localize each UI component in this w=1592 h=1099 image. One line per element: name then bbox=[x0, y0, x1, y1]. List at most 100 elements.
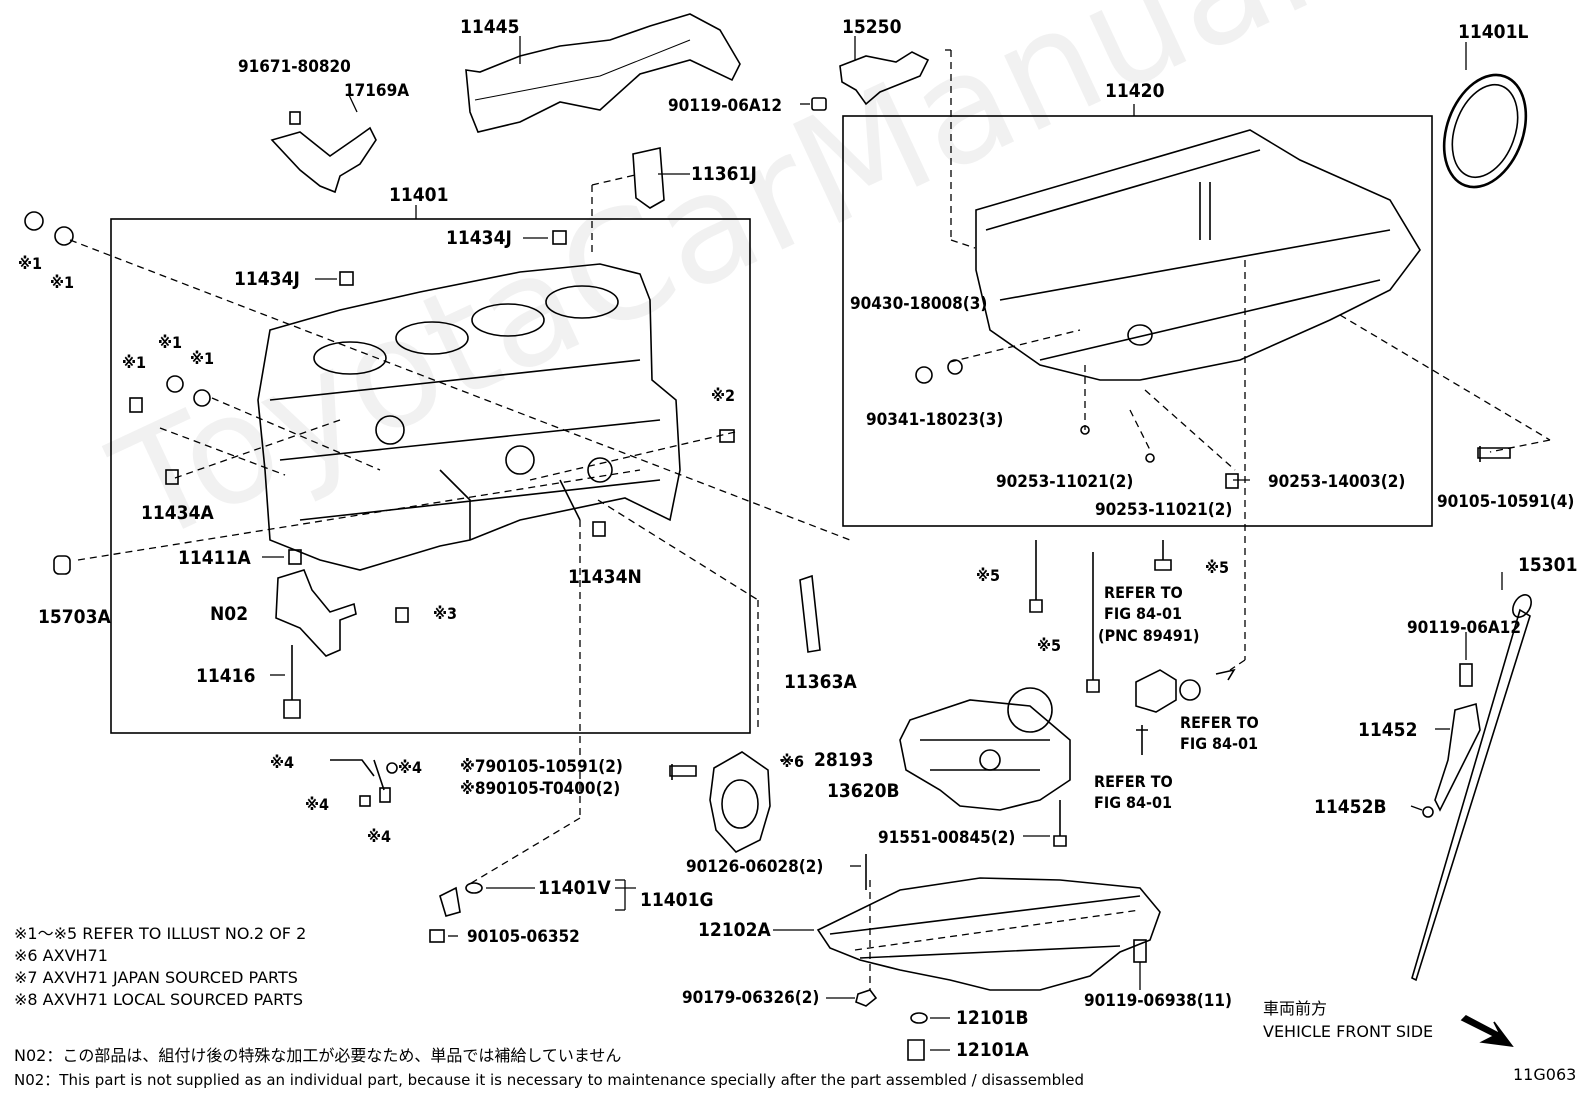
bolt-90119-06938 bbox=[1133, 939, 1147, 963]
sensor-11363A bbox=[799, 574, 821, 653]
figure-code: 11G063 bbox=[1513, 1065, 1577, 1084]
label-90253-11021-a[interactable]: 90253-11021(2) bbox=[996, 472, 1134, 492]
crankcase-11420 bbox=[975, 129, 1421, 381]
label-11434A[interactable]: 11434A bbox=[141, 502, 214, 524]
insulator-11445 bbox=[465, 13, 741, 133]
pipe-mark4 bbox=[330, 759, 385, 791]
label-90105-10591-2[interactable]: ※790105-10591(2) bbox=[460, 757, 623, 777]
front-direction-jp: 車両前方 bbox=[1263, 999, 1328, 1018]
gasket-28193 bbox=[709, 751, 771, 853]
label-15703A[interactable]: 15703A bbox=[38, 606, 111, 628]
bolt-90119-06A12 bbox=[811, 97, 827, 111]
refer-1-line1[interactable]: REFER TO bbox=[1104, 583, 1183, 602]
refer-2-line1[interactable]: REFER TO bbox=[1180, 713, 1259, 732]
label-11452[interactable]: 11452 bbox=[1358, 719, 1418, 741]
mark-6: ※6 bbox=[780, 752, 805, 771]
footnote-en: N02：This part is not supplied as an indi… bbox=[14, 1071, 1085, 1089]
gasket-mark1-d bbox=[54, 226, 74, 246]
plug-mark1-a bbox=[166, 375, 184, 393]
label-90105-06352[interactable]: 90105-06352 bbox=[467, 927, 580, 947]
label-90119-06938[interactable]: 90119-06938(11) bbox=[1084, 991, 1233, 1011]
mark-4-a: ※4 bbox=[270, 753, 295, 772]
pin-mark3 bbox=[395, 607, 409, 623]
crankcase-group-box bbox=[842, 115, 1433, 527]
label-11401V[interactable]: 11401V bbox=[538, 877, 611, 899]
label-11363A[interactable]: 11363A bbox=[784, 671, 857, 693]
plug-15703A bbox=[53, 555, 71, 575]
refer-2-line2[interactable]: FIG 84-01 bbox=[1180, 734, 1259, 753]
label-90119-06A12-right[interactable]: 90119-06A12 bbox=[1407, 618, 1521, 638]
cylinder-block-11401 bbox=[257, 263, 681, 571]
o-ring-11401V bbox=[465, 882, 483, 894]
refer-1-line3[interactable]: (PNC 89491) bbox=[1098, 626, 1200, 645]
label-90253-14003[interactable]: 90253-14003(2) bbox=[1268, 472, 1406, 492]
label-11452B[interactable]: 11452B bbox=[1314, 796, 1387, 818]
oil-pump-13620B bbox=[899, 699, 1071, 811]
label-28193[interactable]: 28193 bbox=[814, 749, 874, 771]
pin-11434J-a bbox=[339, 271, 354, 286]
label-11434J-b[interactable]: 11434J bbox=[446, 227, 512, 249]
ring-11452B bbox=[1422, 806, 1434, 818]
refer-3-line1[interactable]: REFER TO bbox=[1094, 772, 1173, 791]
label-11401G[interactable]: 11401G bbox=[640, 889, 714, 911]
refer-1-line2[interactable]: FIG 84-01 bbox=[1104, 604, 1183, 623]
bolt-90119-06A12-right bbox=[1459, 663, 1473, 687]
bolt-90105-06352 bbox=[429, 929, 445, 943]
label-N02[interactable]: N02 bbox=[210, 603, 249, 625]
dipstick-15301 bbox=[1411, 608, 1531, 982]
label-11420[interactable]: 11420 bbox=[1105, 80, 1165, 102]
label-15250[interactable]: 15250 bbox=[842, 16, 902, 38]
label-11416[interactable]: 11416 bbox=[196, 665, 256, 687]
pin-90253-14003 bbox=[1225, 473, 1239, 489]
label-15301[interactable]: 15301 bbox=[1518, 554, 1578, 576]
plug-12101A bbox=[907, 1039, 925, 1061]
plug-90253-11021-b bbox=[1145, 453, 1155, 463]
mark-5-a: ※5 bbox=[976, 566, 1001, 585]
label-91671-80820[interactable]: 91671-80820 bbox=[238, 57, 351, 77]
label-12101B[interactable]: 12101B bbox=[956, 1007, 1029, 1029]
pin-11434N bbox=[592, 521, 606, 537]
bolt-91551-00845 bbox=[1053, 800, 1067, 847]
bolt-mark5-c bbox=[1154, 540, 1172, 571]
bolt-mark5-a bbox=[1029, 540, 1043, 613]
label-90105-T0400[interactable]: ※890105-T0400(2) bbox=[460, 779, 621, 799]
label-12102A[interactable]: 12102A bbox=[698, 919, 771, 941]
label-11401[interactable]: 11401 bbox=[389, 184, 449, 206]
pin-mark2 bbox=[719, 429, 735, 443]
label-90126-06028[interactable]: 90126-06028(2) bbox=[686, 857, 824, 877]
label-91551-00845[interactable]: 91551-00845(2) bbox=[878, 828, 1016, 848]
label-11401L[interactable]: 11401L bbox=[1458, 21, 1529, 43]
oil-seal-11401L bbox=[1442, 73, 1528, 189]
plug-mark1-c bbox=[24, 211, 44, 231]
refer-3-line2[interactable]: FIG 84-01 bbox=[1094, 793, 1173, 812]
bracket-11401G bbox=[439, 886, 461, 917]
label-90430-18008[interactable]: 90430-18008(3) bbox=[850, 294, 988, 314]
label-11361J[interactable]: 11361J bbox=[691, 163, 757, 185]
label-90179-06326[interactable]: 90179-06326(2) bbox=[682, 988, 820, 1008]
pin-mark1 bbox=[129, 397, 143, 413]
label-90341-18023[interactable]: 90341-18023(3) bbox=[866, 410, 1004, 430]
label-12101A[interactable]: 12101A bbox=[956, 1039, 1029, 1061]
mark-4-c: ※4 bbox=[305, 795, 330, 814]
pin-11411A bbox=[288, 549, 302, 565]
sensor-89491 bbox=[1135, 669, 1177, 713]
oil-control-valve-15250 bbox=[839, 51, 930, 106]
pin-11434J-b bbox=[552, 230, 567, 245]
label-13620B[interactable]: 13620B bbox=[827, 780, 900, 802]
label-11411A[interactable]: 11411A bbox=[178, 547, 251, 569]
label-11434N[interactable]: 11434N bbox=[568, 566, 642, 588]
label-90105-10591-4[interactable]: 90105-10591(4) bbox=[1437, 492, 1575, 512]
gasket-12101B bbox=[910, 1012, 928, 1024]
guide-11452 bbox=[1434, 702, 1481, 812]
bolt-mark5-b bbox=[1086, 552, 1100, 693]
label-90253-11021-b[interactable]: 90253-11021(2) bbox=[1095, 500, 1233, 520]
label-11445[interactable]: 11445 bbox=[460, 16, 520, 38]
bolt-11416 bbox=[283, 645, 301, 719]
gasket-mark1-b bbox=[193, 389, 211, 407]
note-3: ※7 AXVH71 JAPAN SOURCED PARTS bbox=[14, 968, 298, 987]
label-11434J-a[interactable]: 11434J bbox=[234, 268, 300, 290]
label-90119-06A12-top[interactable]: 90119-06A12 bbox=[668, 96, 782, 116]
front-arrow-icon bbox=[1460, 1015, 1514, 1048]
label-17169A[interactable]: 17169A bbox=[344, 81, 410, 101]
